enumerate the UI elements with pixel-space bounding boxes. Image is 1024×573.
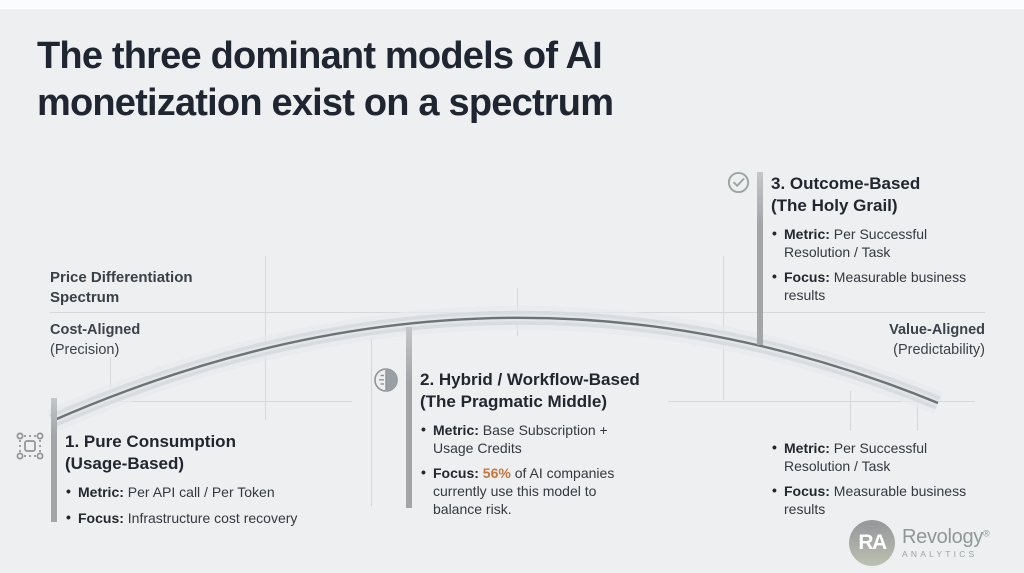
section3-divider-bar [757,172,763,345]
bullet-item: Focus: Measurable business results [771,482,985,518]
registered-mark: ® [982,528,990,539]
top-strip [0,0,1024,9]
brain-icon [374,368,398,392]
spectrum-arc [47,305,943,432]
right-anchor-label: Value-Aligned (Predictability) [785,321,985,360]
right-anchor-line2: (Predictability) [893,341,985,358]
section2-heading-line1: 2. Hybrid / Workflow-Based [420,370,640,389]
spectrum-axis-label: Price Differentiation Spectrum [50,268,193,309]
section1-heading-line2: (Usage-Based) [65,454,185,474]
bullet-item: Metric: Per Successful Resolution / Task [771,225,985,261]
logo-subtitle: ANALYTICS [902,549,978,560]
left-anchor-line2: (Precision) [50,341,120,358]
check-circle-icon [727,171,750,194]
section1-heading: 1. Pure Consumption (Usage-Based) [65,431,365,475]
spectrum-axis-label-line1: Price Differentiation [50,269,193,286]
revology-logo: RA Revology® ANALYTICS [849,520,990,566]
outcome-bottom-bullets: Metric: Per Successful Resolution / Task… [771,439,985,527]
ra-monogram-icon: RA [849,520,895,566]
section1-divider-bar [51,398,57,522]
left-anchor-label: Cost-Aligned (Precision) [50,321,140,360]
section3-bullets: Metric: Per Successful Resolution / Task… [771,225,985,305]
section-outcome-based: 3. Outcome-Based (The Holy Grail) Metric… [771,173,1011,313]
logo-text: Revology® ANALYTICS [902,527,990,559]
left-anchor-line1: Cost-Aligned [50,322,141,338]
spectrum-axis-label-line2: Spectrum [50,289,120,307]
page-title: The three dominant models of AI monetiza… [37,33,757,126]
bullet-item: Focus: 56% of AI companies currently use… [420,464,636,518]
logo-brand: Revology [902,526,983,549]
section3-heading-line1: 3. Outcome-Based [771,174,921,193]
bullet-item: Focus: Infrastructure cost recovery [65,509,335,528]
page-title-line2: monetization exist on a spectrum [37,81,614,124]
right-anchor-line1: Value-Aligned [889,322,985,338]
section2-divider-bar [406,327,412,508]
section-hybrid-workflow: 2. Hybrid / Workflow-Based (The Pragmati… [420,369,720,526]
objects-icon [16,432,44,460]
bullet-item: Metric: Per API call / Per Token [65,483,335,502]
section1-heading-line1: 1. Pure Consumption [65,432,236,451]
section1-bullets: Metric: Per API call / Per TokenFocus: I… [65,483,335,528]
ra-monogram-text: RA [858,531,887,554]
section-pure-consumption: 1. Pure Consumption (Usage-Based) Metric… [65,431,365,535]
bullet-item: Metric: Base Subscription + Usage Credit… [420,421,636,457]
section2-heading: 2. Hybrid / Workflow-Based (The Pragmati… [420,369,720,413]
section2-heading-line2: (The Pragmatic Middle) [420,392,608,412]
section2-bullets: Metric: Base Subscription + Usage Credit… [420,421,636,518]
page-title-line1: The three dominant models of AI [37,35,603,77]
bullet-item: Metric: Per Successful Resolution / Task [771,439,985,475]
bullet-item: Focus: Measurable business results [771,268,985,304]
section3-heading: 3. Outcome-Based (The Holy Grail) [771,173,1011,217]
section3-heading-line2: (The Holy Grail) [771,196,898,216]
